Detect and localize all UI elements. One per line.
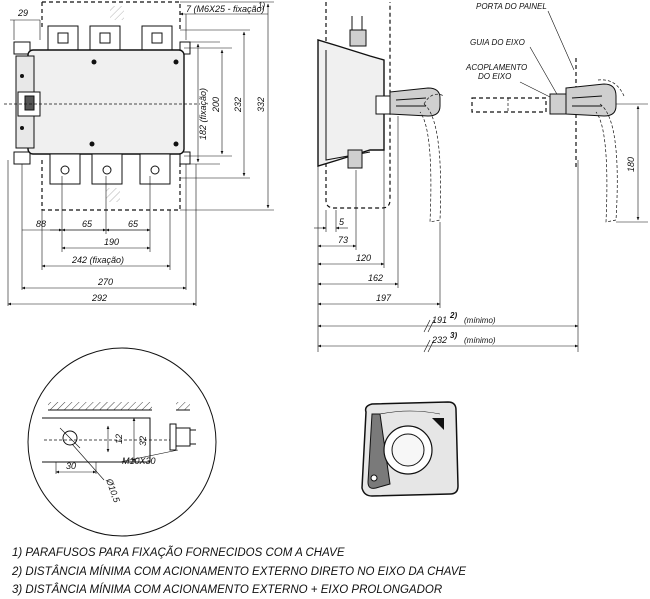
label-guia: GUIA DO EIXO [470,38,525,47]
bottom-terminals [49,153,171,185]
top-view-envelope [41,1,181,30]
dim-30: 30 [66,461,76,471]
top-terminals [47,25,173,53]
handle-lever [367,413,391,489]
dim-332: 332 [256,97,266,112]
fix-hole [62,430,78,446]
dim-88: 88 [36,219,46,229]
dim-191-note: (mínimo) [464,316,496,325]
label-acoplamento-2: DO EIXO [478,72,511,81]
dim-bolt: M10X30 [122,456,156,466]
dim-200: 200 [211,97,221,113]
switch-body-top [27,49,185,155]
note-2: 2) DISTÂNCIA MÍNIMA COM ACIONAMENTO EXTE… [12,566,467,578]
handle-extension [565,83,617,117]
shaft-coupling [549,93,569,115]
dim-182: 182 (fixação) [198,88,208,140]
side-view-envelope [325,2,391,209]
dim-190: 190 [104,237,119,247]
note-1: 1) PARAFUSOS PARA FIXAÇÃO FORNECIDOS COM… [12,547,345,559]
dim-12: 12 [114,434,124,444]
dim-191: 191 [432,315,447,325]
dim-232: 232 [233,97,243,113]
dim-120: 120 [356,253,371,263]
dim-29: 29 [17,8,28,18]
dim-73: 73 [338,235,348,245]
dim-292: 292 [91,293,107,303]
label-porta: PORTA DO PAINEL [476,2,547,11]
dim-screw: 7 (M6X25 - fixação) [186,4,265,14]
dim-65-a: 65 [82,219,93,229]
detail-view: 12 32 30 M10X30 Ø10,5 [27,347,217,537]
dim-197: 197 [376,293,392,303]
handle-front-view [361,401,459,497]
dim-32: 32 [138,436,148,446]
dim-232-sup: 3) [450,331,457,340]
indicator-arrow-icon [432,418,444,430]
label-acoplamento-1: ACOPLAMENTO [465,63,527,72]
dim-232-note: (mínimo) [464,336,496,345]
top-view: 29 7 (M6X25 - fixação) 1) 182 (fixação) … [4,1,274,306]
dim-180: 180 [626,157,636,172]
side-view: 5 73 120 162 197 191 2) (mínimo) 232 3) … [314,2,579,353]
dim-65-b: 65 [128,219,139,229]
dim-hole: Ø10,5 [104,476,122,504]
dim-162: 162 [368,273,383,283]
extension-shaft [471,97,547,113]
detail-circle [27,347,217,537]
dim-270: 270 [97,277,113,287]
dim-screw-sup: 1) [258,1,265,10]
dim-191-sup: 2) [449,311,457,320]
handle-knob-inner [391,433,425,467]
dim-5: 5 [339,217,345,227]
dim-232-min: 232 [431,335,447,345]
extension-view: PORTA DO PAINEL GUIA DO EIXO ACOPLAMENTO… [465,2,648,223]
note-3: 3) DISTÂNCIA MÍNIMA COM ACIONAMENTO EXTE… [12,584,443,596]
dim-242: 242 (fixação) [71,255,124,265]
switch-body-side [317,39,385,167]
handle-side [389,87,441,117]
